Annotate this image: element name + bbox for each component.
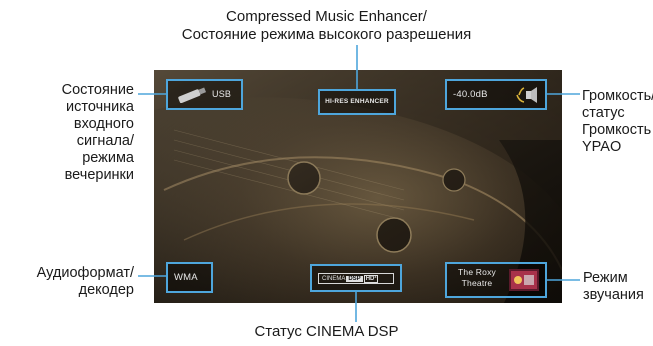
hires-enhancer-indicator: HI-RES ENHANCER: [318, 89, 396, 115]
cinema-dsp-indicator: CINEMA DSP HD³: [310, 264, 402, 292]
ypao-speaker-icon: [516, 87, 537, 103]
callout-input-source-status: Состояние источника входного сигнала/ ре…: [61, 82, 134, 183]
sound-program-indicator: The Roxy Theatre: [445, 262, 547, 298]
input-source-indicator: USB: [166, 79, 243, 110]
roxy-theatre-icon: [509, 269, 539, 291]
callout-compressed-music-enhancer: Compressed Music Enhancer/ Состояние реж…: [181, 8, 472, 43]
callout-cinema-dsp-status: Статус CINEMA DSP: [254, 323, 399, 340]
callout-volume-status: Громкость/ статус Громкость YPAO: [582, 88, 653, 155]
audio-format-indicator: WMA: [166, 262, 213, 293]
cinema-dsp-logo: CINEMA DSP HD³: [318, 273, 394, 284]
callout-audio-format: Аудиоформат/ декодер: [36, 265, 134, 298]
volume-indicator: -40.0dB: [445, 79, 547, 110]
usb-stick-icon: [178, 87, 207, 103]
callout-sound-mode: Режим звучания: [583, 270, 644, 303]
